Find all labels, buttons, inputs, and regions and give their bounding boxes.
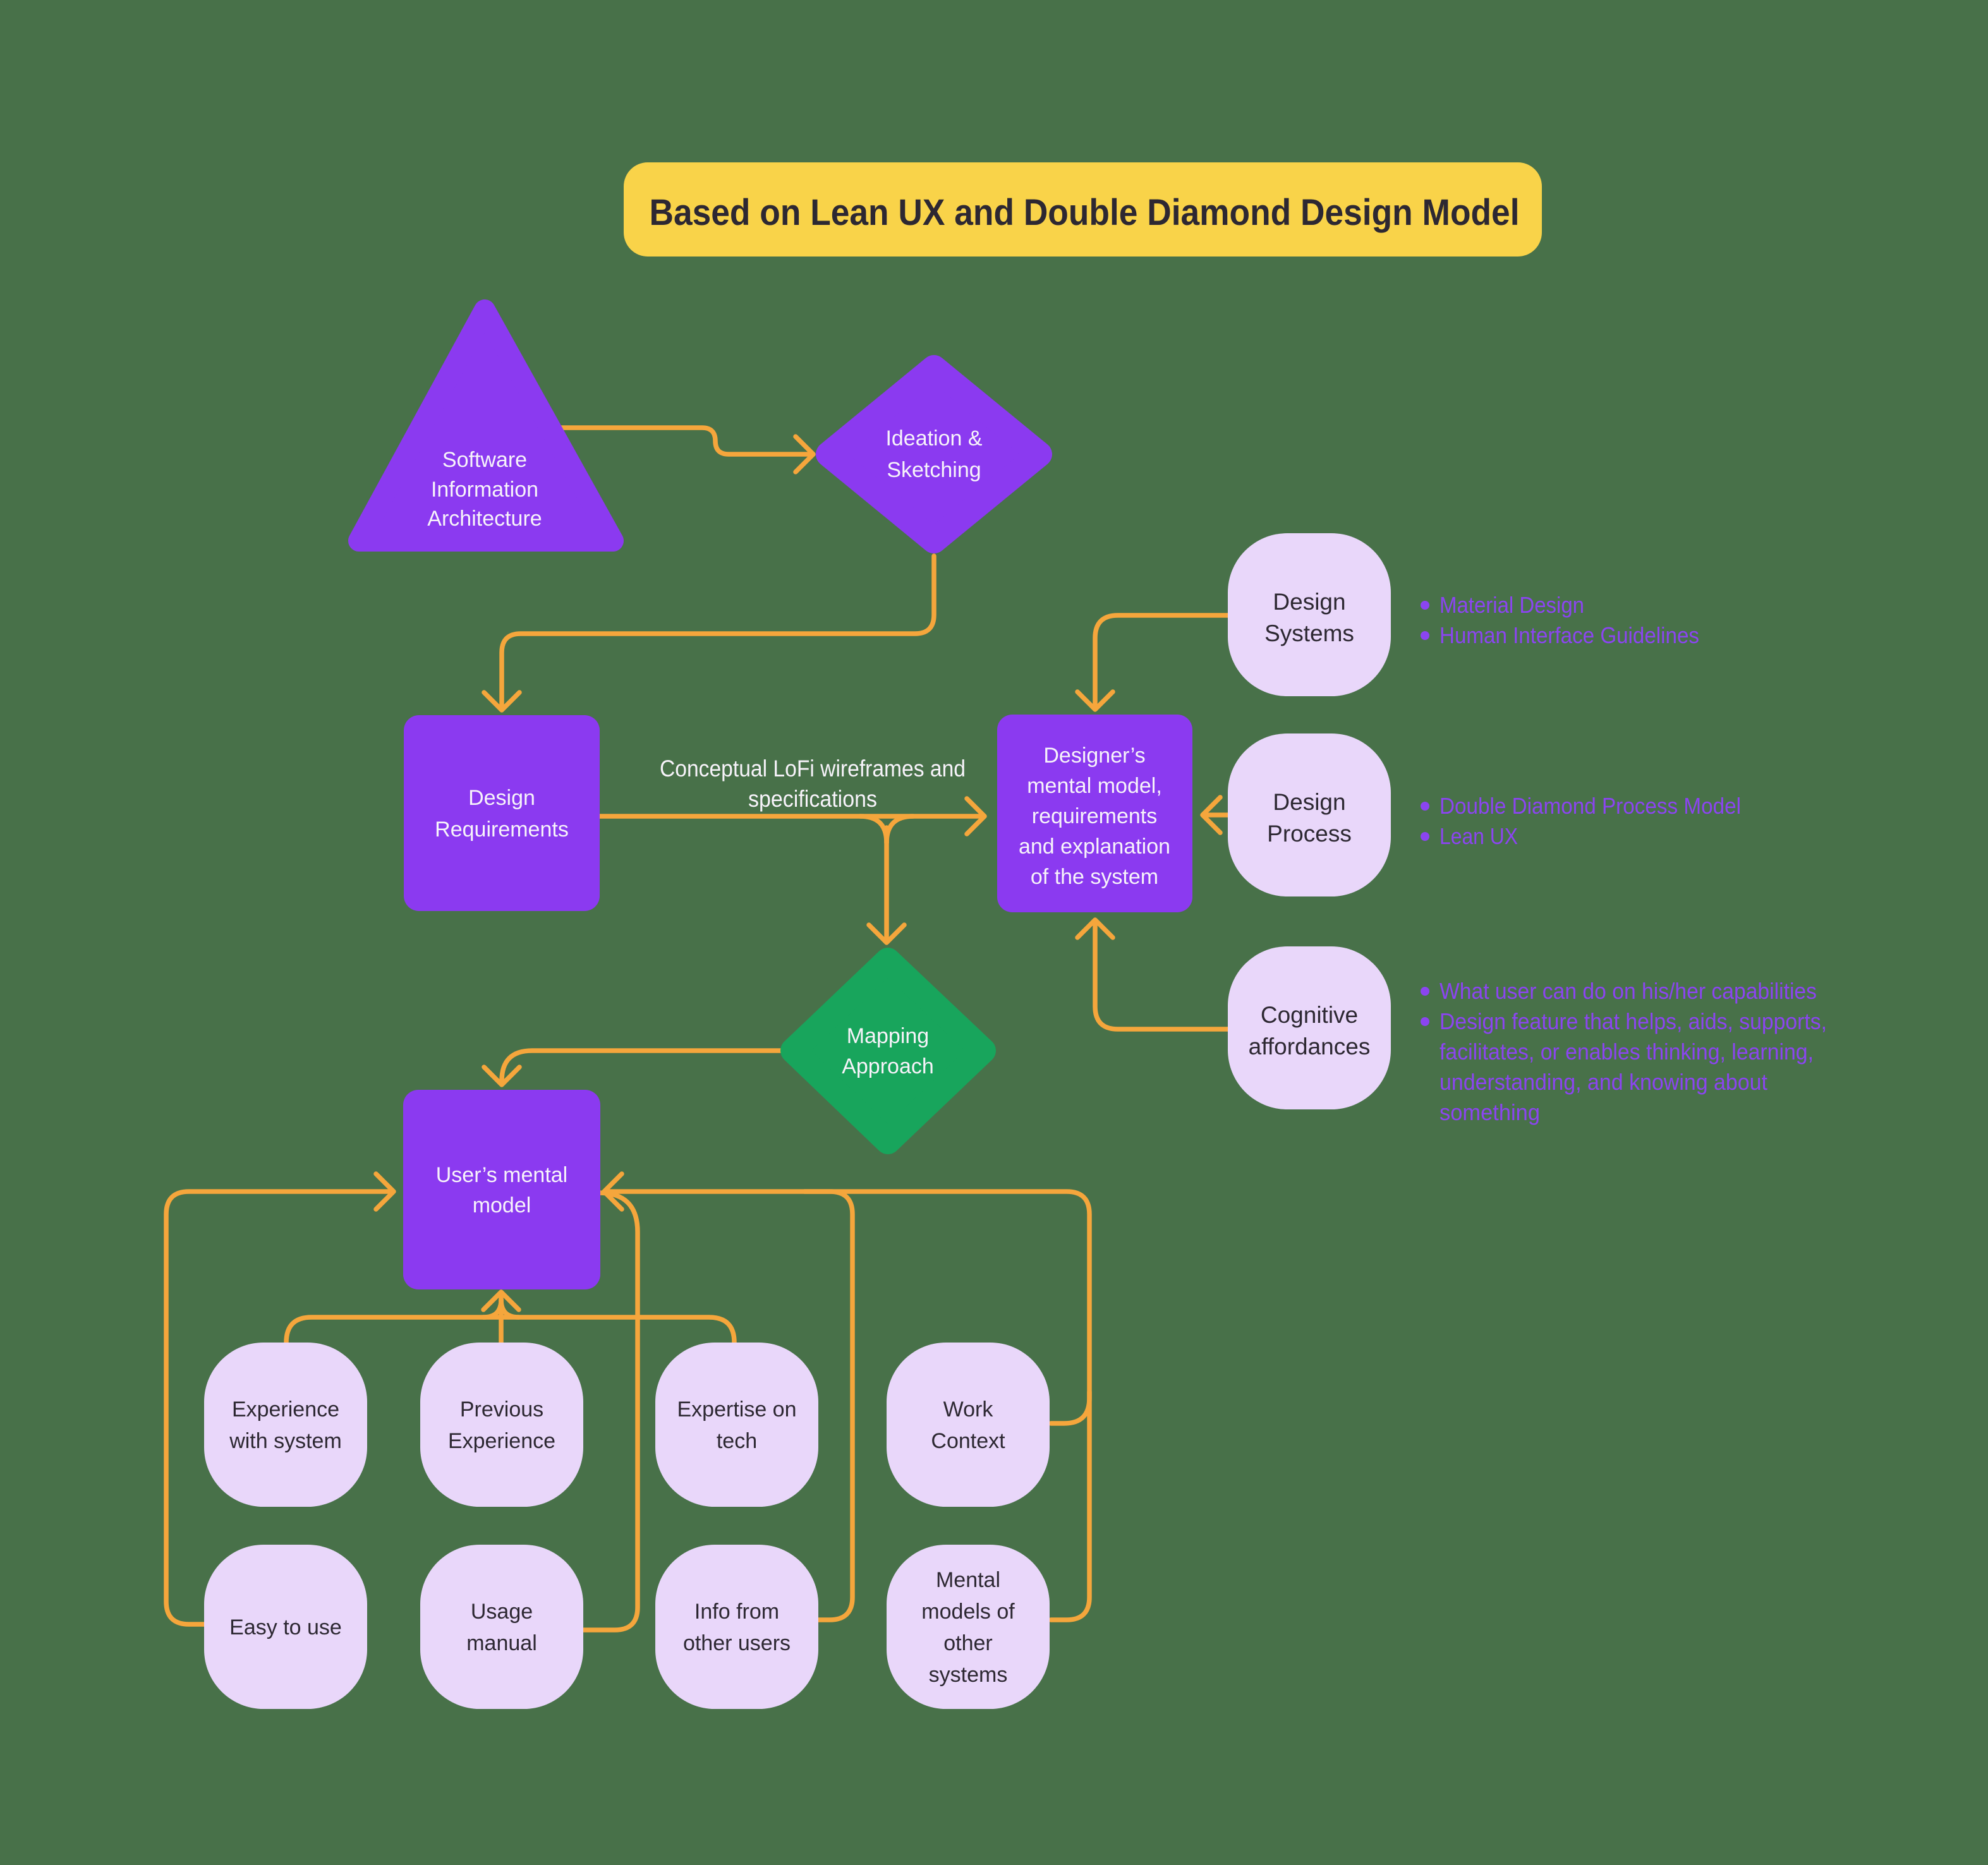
svg-text:Ideation &Sketching: Ideation &Sketching [885, 426, 982, 482]
svg-text:Conceptual LoFi wireframes and: Conceptual LoFi wireframes andspecificat… [660, 756, 966, 812]
svg-text:Easy to use: Easy to use [229, 1615, 342, 1639]
svg-text:Based on Lean UX and Double Di: Based on Lean UX and Double Diamond Desi… [650, 192, 1520, 233]
svg-text:What user can do on his/her ca: What user can do on his/her capabilities… [1439, 978, 1827, 1125]
